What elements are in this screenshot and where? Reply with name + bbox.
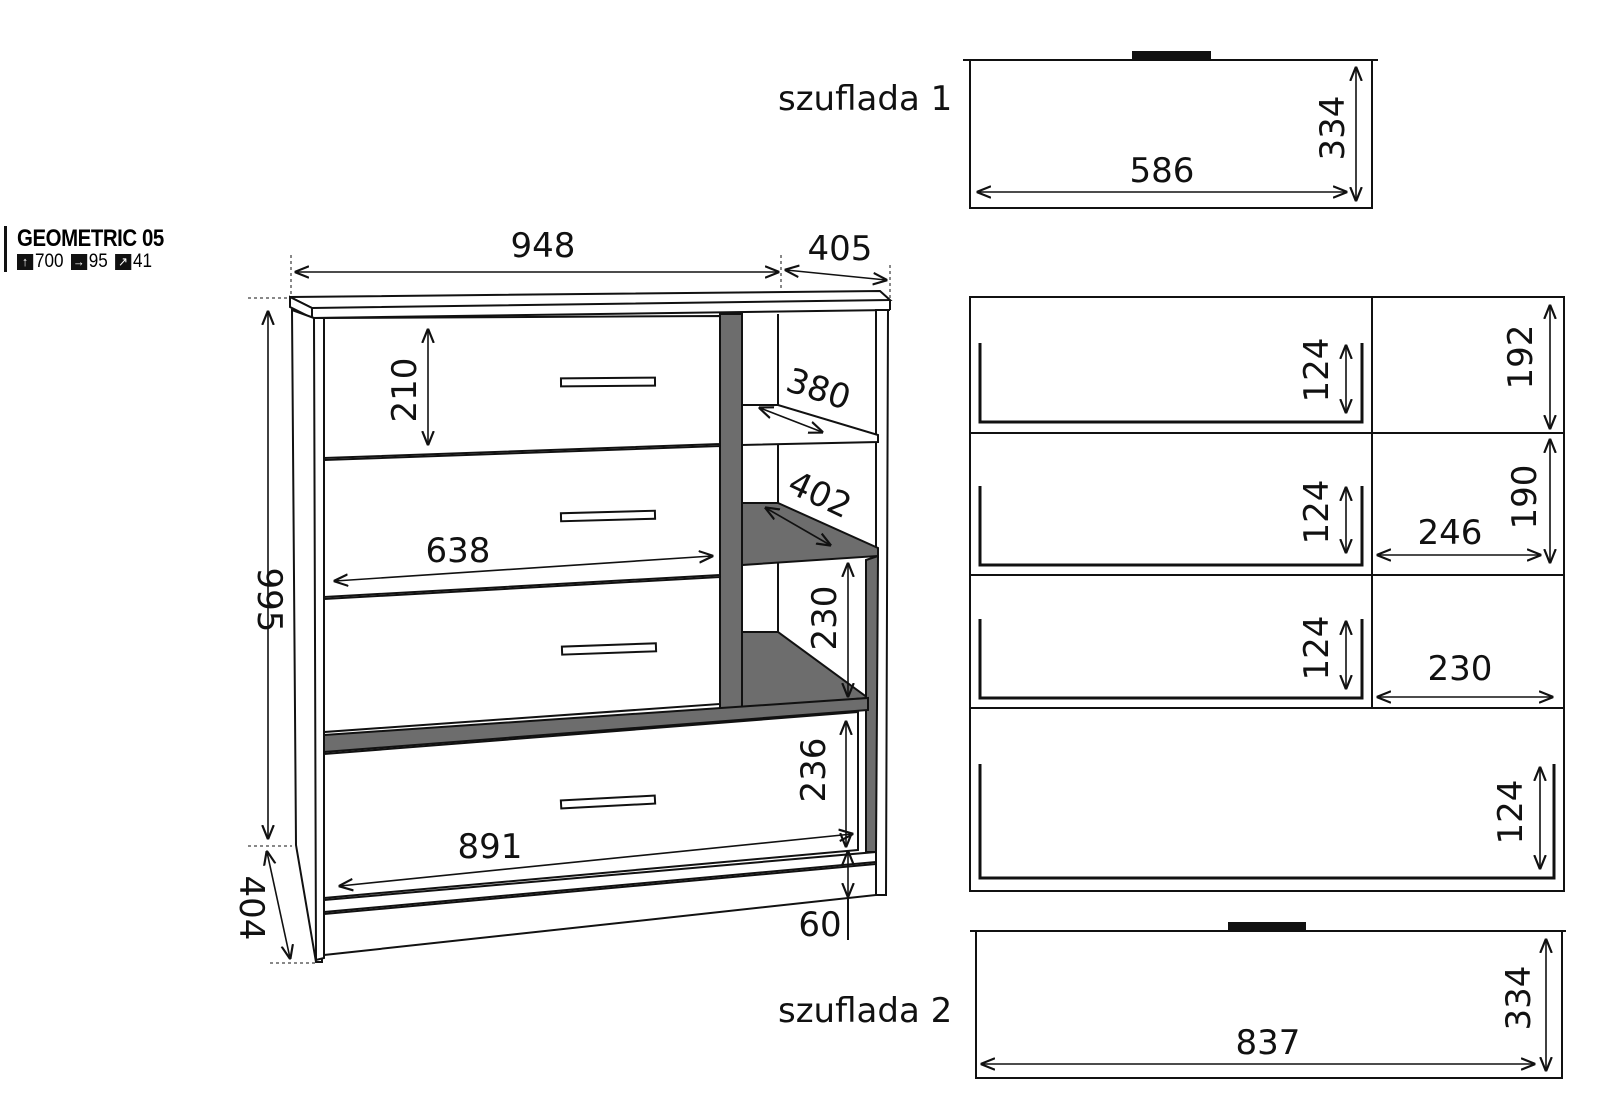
dim-height: 995 [249, 568, 289, 633]
inner-height-1: 124 [1297, 338, 1337, 403]
niche-2-width: 246 [1418, 513, 1483, 553]
outline [978, 764, 1556, 880]
width-spec: →95 [70, 252, 108, 272]
dim-bottom-drawer-width: 891 [458, 827, 523, 867]
center-divider [719, 313, 743, 712]
drawer-3 [323, 575, 721, 734]
depth-spec: ↗41 [114, 252, 152, 272]
drawer-handle [1228, 922, 1306, 931]
middle-shelf [323, 696, 869, 754]
drawer-handle [1132, 51, 1211, 60]
outline [969, 296, 1565, 892]
drawer-handle [559, 376, 657, 388]
dimension-line [760, 408, 822, 432]
product-title: GEOMETRIC 05 [17, 225, 164, 252]
dimension-line [786, 270, 886, 280]
drawer-1-height: 334 [1313, 96, 1353, 161]
drawer-1-width: 586 [1130, 151, 1195, 191]
niche-1-height: 192 [1501, 325, 1541, 390]
dim-drawer-height: 210 [385, 358, 425, 423]
outline [978, 619, 1364, 700]
drawer-1 [323, 314, 721, 460]
dim-bottom-drawer-height: 236 [794, 738, 834, 803]
arrow-up-icon: ↑ [17, 254, 34, 270]
height-spec: ↑700 [17, 252, 64, 272]
inner-height-3: 124 [1297, 616, 1337, 681]
front-left-rail [312, 317, 325, 962]
front-layout: 124 124 124 124 192 190 246 230 [969, 296, 1565, 892]
inner-height-2: 124 [1297, 480, 1337, 545]
dim-depth: 405 [808, 229, 873, 269]
drawer-2 [323, 444, 721, 599]
dim-drawer-inner-width: 638 [426, 531, 491, 571]
dimension-line [267, 852, 290, 958]
drawer-1-label: szuflada 1 [778, 79, 952, 119]
niche-2-height: 190 [1505, 465, 1545, 530]
product-label: GEOMETRIC 05 ↑700 →95 ↗41 [4, 226, 190, 272]
drawer-handle [560, 642, 658, 656]
dim-width: 948 [511, 226, 576, 266]
dim-plinth: 60 [798, 905, 841, 945]
dim-niche-height: 230 [805, 586, 845, 651]
outline [978, 486, 1364, 567]
top-board [289, 289, 893, 310]
niche-3-width: 230 [1428, 649, 1493, 689]
dimension-line [335, 556, 712, 581]
drawer-2-width: 837 [1236, 1023, 1301, 1063]
drawer-handle [559, 509, 657, 523]
outline [978, 343, 1364, 424]
outline [969, 59, 1373, 209]
drawer-2-detail: szuflada 2 837 334 [778, 922, 1566, 1079]
drawer-handle [559, 794, 657, 810]
arrow-right-icon: → [70, 254, 87, 270]
inner-height-4: 124 [1491, 780, 1531, 845]
dim-side-depth: 404 [231, 876, 271, 941]
dimension-line [340, 834, 852, 886]
shelf-1 [741, 404, 879, 447]
drawer-2-label: szuflada 2 [778, 991, 952, 1031]
arrow-diagonal-icon: ↗ [114, 254, 132, 270]
outline [975, 930, 1563, 1079]
drawer-1-detail: szuflada 1 586 334 [778, 51, 1378, 209]
dimension-line [766, 508, 830, 545]
drawer-2-height: 334 [1499, 966, 1539, 1031]
